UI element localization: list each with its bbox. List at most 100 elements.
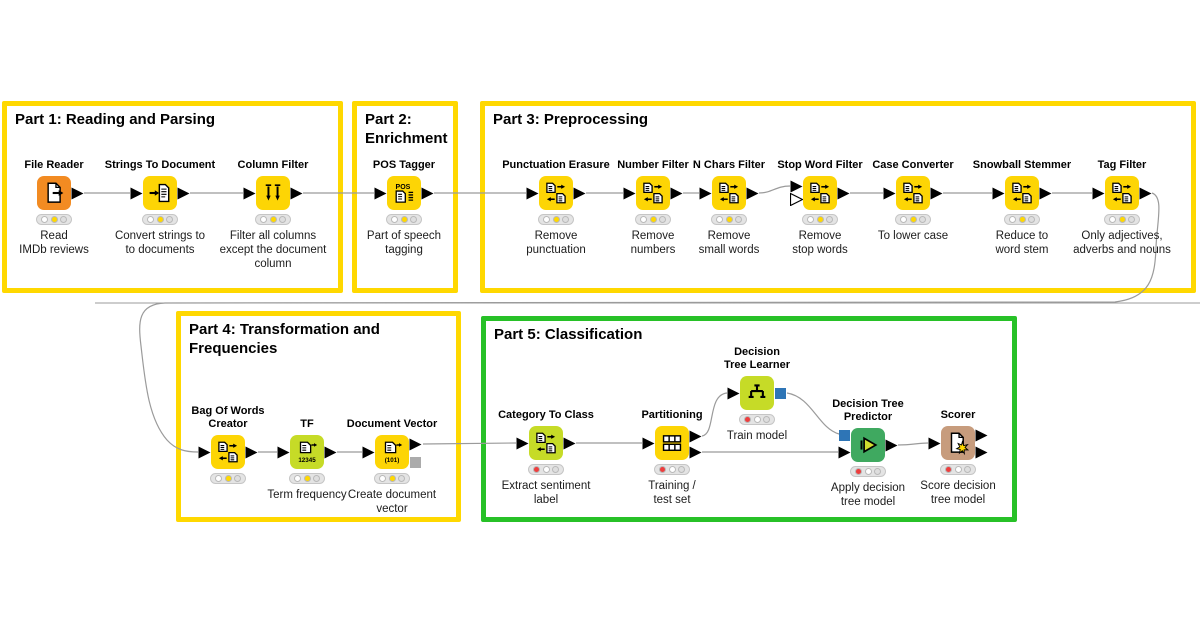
traffic-dot <box>678 466 685 473</box>
stop-word-filter-output-port[interactable] <box>837 187 850 200</box>
tag-filter-output-port[interactable] <box>1139 187 1152 200</box>
punctuation-erasure-input-port[interactable] <box>526 187 539 200</box>
tf-output-port[interactable] <box>324 446 337 459</box>
n-chars-filter-input-port[interactable] <box>699 187 712 200</box>
traffic-dot <box>716 216 723 223</box>
category-to-class-input-port[interactable] <box>516 437 529 450</box>
pos-tagger-input-port[interactable] <box>374 187 387 200</box>
number-filter-icon-button[interactable] <box>636 176 670 210</box>
strings-to-document-input-port[interactable] <box>130 187 143 200</box>
decision-tree-predictor-input-port[interactable] <box>838 446 851 459</box>
tf-icon: 12345 <box>294 439 320 465</box>
predictor-icon <box>855 432 881 458</box>
traffic-dot <box>964 466 971 473</box>
stop-word-filter-input-port[interactable] <box>790 180 803 193</box>
pos-tagger-label: POS Tagger <box>372 159 436 171</box>
tf-icon-button[interactable]: 12345 <box>290 435 324 469</box>
decision-tree-predictor-description: Apply decision tree model <box>830 482 906 508</box>
doc-transform-icon <box>807 180 833 206</box>
traffic-dot <box>816 216 824 223</box>
pos-tagger-output-port[interactable] <box>421 187 434 200</box>
traffic-dot <box>400 216 408 223</box>
traffic-dot <box>1018 216 1026 223</box>
strings-to-document-output-port[interactable] <box>177 187 190 200</box>
scorer-output-port[interactable] <box>975 446 988 459</box>
traffic-dot <box>874 468 881 475</box>
number-filter-input-port[interactable] <box>623 187 636 200</box>
doc-transform-icon <box>640 180 666 206</box>
part-3-title: Part 3: Preprocessing <box>493 111 649 128</box>
partitioning-label: Partitioning <box>641 409 703 421</box>
decision-tree-learner-model-output-port[interactable] <box>775 387 786 399</box>
decision-tree-predictor-output-port[interactable] <box>885 439 898 452</box>
document-vector-icon: (101) <box>379 439 405 465</box>
tag-filter-icon-button[interactable] <box>1105 176 1139 210</box>
decision-tree-learner-traffic-light <box>739 414 775 425</box>
tag-filter-input-port[interactable] <box>1092 187 1105 200</box>
category-to-class-icon-button[interactable] <box>529 426 563 460</box>
column-filter-label: Column Filter <box>237 159 309 171</box>
traffic-dot <box>725 216 733 223</box>
tf-input-port[interactable] <box>277 446 290 459</box>
partitioning-input-port[interactable] <box>642 437 655 450</box>
decision-tree-learner-icon-button[interactable] <box>740 376 774 410</box>
stop-word-filter-input-port[interactable] <box>790 192 803 206</box>
scorer-input-port[interactable] <box>928 437 941 450</box>
punctuation-erasure-label: Punctuation Erasure <box>502 159 610 171</box>
column-filter-input-port[interactable] <box>243 187 256 200</box>
traffic-dot <box>1118 216 1126 223</box>
decision-tree-predictor-model-input-port[interactable] <box>839 429 850 441</box>
doc-transform-icon <box>533 430 559 456</box>
pos-tagger-icon-button[interactable]: POS <box>387 176 421 210</box>
file-reader-output-port[interactable] <box>71 187 84 200</box>
case-converter-output-port[interactable] <box>930 187 943 200</box>
partitioning-traffic-light <box>654 464 690 475</box>
decision-tree-predictor-traffic-light <box>850 466 886 477</box>
scorer-icon-button[interactable] <box>941 426 975 460</box>
partitioning-output-port[interactable] <box>689 446 702 459</box>
snowball-stemmer-input-port[interactable] <box>992 187 1005 200</box>
traffic-dot <box>398 475 405 482</box>
decision-tree-learner-input-port[interactable] <box>727 387 740 400</box>
document-vector-model-output-port[interactable] <box>410 456 421 468</box>
punctuation-erasure-icon-button[interactable] <box>539 176 573 210</box>
traffic-dot <box>234 475 241 482</box>
document-vector-input-port[interactable] <box>362 446 375 459</box>
document-vector-icon-button[interactable]: (101) <box>375 435 409 469</box>
n-chars-filter-icon-button[interactable] <box>712 176 746 210</box>
bag-of-words-creator-icon-button[interactable] <box>211 435 245 469</box>
number-filter-traffic-light <box>635 214 671 225</box>
n-chars-filter-output-port[interactable] <box>746 187 759 200</box>
scorer-output-port[interactable] <box>975 429 988 442</box>
document-vector-output-port[interactable] <box>409 438 422 451</box>
tf-traffic-light <box>289 473 325 484</box>
traffic-dot <box>1028 216 1035 223</box>
stop-word-filter-icon-button[interactable] <box>803 176 837 210</box>
decision-tree-learner-label: Decision Tree Learner <box>723 346 791 371</box>
column-filter-icon-button[interactable] <box>256 176 290 210</box>
traffic-dot <box>50 216 58 223</box>
traffic-dot <box>562 216 569 223</box>
file-reader-icon-button[interactable] <box>37 176 71 210</box>
strings-to-document-traffic-light <box>142 214 178 225</box>
strings-to-document-icon-button[interactable] <box>143 176 177 210</box>
traffic-dot <box>640 216 647 223</box>
column-filter-output-port[interactable] <box>290 187 303 200</box>
snowball-stemmer-icon-button[interactable] <box>1005 176 1039 210</box>
traffic-dot <box>1009 216 1016 223</box>
part-4-title: Part 4: Transformation and Frequencies <box>189 321 380 357</box>
snowball-stemmer-output-port[interactable] <box>1039 187 1052 200</box>
number-filter-output-port[interactable] <box>670 187 683 200</box>
bag-of-words-creator-output-port[interactable] <box>245 446 258 459</box>
traffic-dot <box>166 216 173 223</box>
category-to-class-output-port[interactable] <box>563 437 576 450</box>
bag-of-words-creator-input-port[interactable] <box>198 446 211 459</box>
punctuation-erasure-traffic-light <box>538 214 574 225</box>
punctuation-erasure-output-port[interactable] <box>573 187 586 200</box>
doc-transform-icon <box>1009 180 1035 206</box>
doc-transform-icon <box>716 180 742 206</box>
case-converter-input-port[interactable] <box>883 187 896 200</box>
decision-tree-predictor-icon-button[interactable] <box>851 428 885 462</box>
document-vector-description: Create document vector <box>347 489 437 515</box>
case-converter-icon-button[interactable] <box>896 176 930 210</box>
